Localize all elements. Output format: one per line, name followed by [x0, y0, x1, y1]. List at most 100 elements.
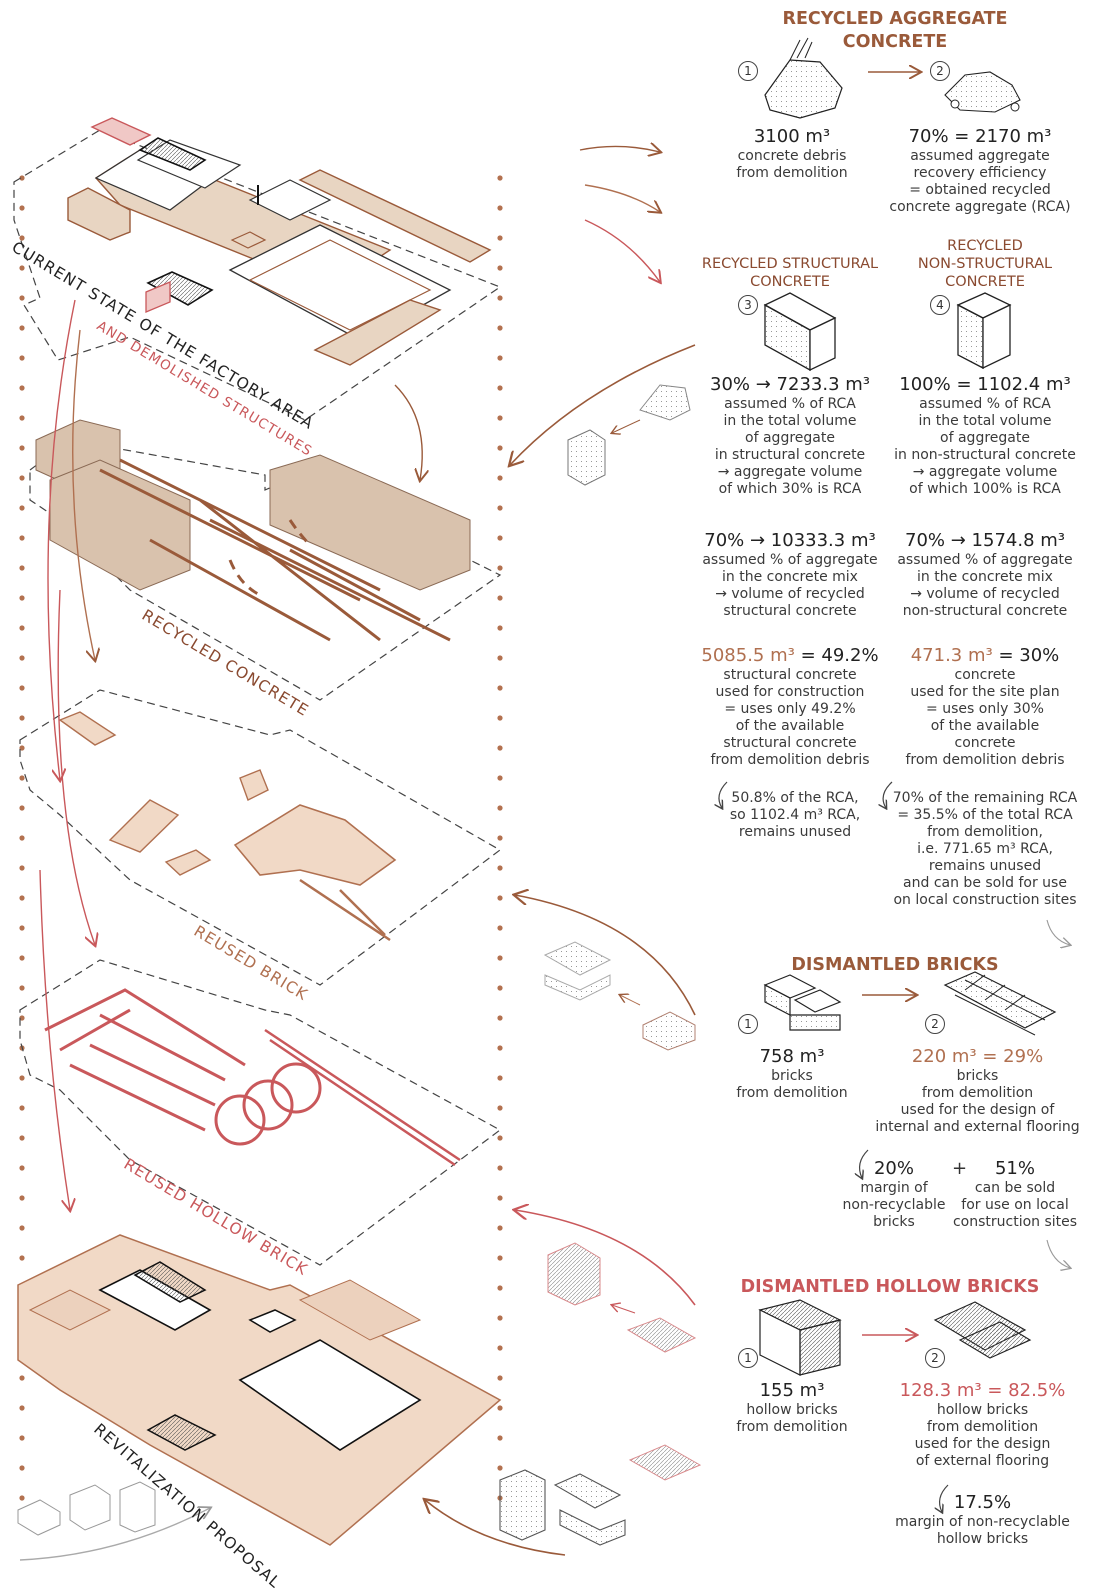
nonstructural-d3-l4: of the available — [930, 718, 1040, 734]
hollow-d2-l3: used for the design — [914, 1436, 1051, 1452]
nonstructural-d3-l1: concrete — [954, 667, 1016, 683]
hollow-d2-l1: hollow bricks — [936, 1402, 1029, 1418]
guide-dot — [19, 655, 25, 661]
nonstructural-d4-l4: i.e. 771.65 m³ RCA, — [917, 841, 1053, 857]
structural-v3a: 5085.5 m³ — [701, 645, 795, 666]
layer-current-state — [13, 117, 502, 421]
hollow-d2-l2: from demolition — [926, 1419, 1039, 1435]
structural-badge: 3 — [738, 295, 758, 315]
guide-dot — [497, 595, 503, 601]
guide-dot — [19, 895, 25, 901]
structural-d3-l4: of the available — [735, 718, 845, 734]
nonstructural-d3-l2: used for the site plan — [910, 684, 1060, 700]
small-hollow-bricks-icon — [547, 1242, 702, 1481]
structural-d1-l4: in structural concrete — [714, 447, 866, 463]
bricks-plus: + — [952, 1158, 968, 1179]
nonstructural-title: RECYCLED NON-STRUCTURAL CONCRETE — [900, 237, 1070, 291]
structural-v2: 70% → 10333.3 m³ — [704, 530, 876, 551]
guide-dot — [19, 535, 25, 541]
guide-dot — [19, 1495, 25, 1501]
nonstructural-d4-l7: on local construction sites — [893, 892, 1077, 908]
structural-d1-l1: assumed % of RCA — [724, 396, 856, 412]
hollow-step2-badge: 2 — [925, 1348, 945, 1368]
hollow-step1-badge: 1 — [738, 1348, 758, 1368]
layer-revitalization — [17, 1234, 502, 1546]
guide-dot — [497, 385, 503, 391]
guide-dot — [19, 865, 25, 871]
guide-dot — [497, 1135, 503, 1141]
guide-dot — [19, 1435, 25, 1441]
bricks-v1: 758 m³ — [759, 1046, 825, 1067]
bricks-m1-l3: bricks — [873, 1214, 915, 1230]
structural-d2-l4: structural concrete — [723, 603, 857, 619]
guide-dot — [497, 475, 503, 481]
structural-d3-l3: = uses only 49.2% — [724, 701, 856, 717]
guide-dot — [19, 235, 25, 241]
rac-eff-line4: concrete aggregate (RCA) — [889, 199, 1071, 215]
bricks-m1-l2: non-recyclable — [842, 1197, 946, 1213]
nonstructural-d2-l3: → volume of recycled — [910, 586, 1060, 602]
hollow-title: DISMANTLED HOLLOW BRICKS — [740, 1277, 1040, 1297]
guide-dot — [497, 1225, 503, 1231]
guide-dot — [19, 1465, 25, 1471]
hollow-step1: 155 m³ hollow bricks from demolition — [712, 1380, 872, 1436]
nonstructural-d2-l1: assumed % of aggregate — [897, 552, 1073, 568]
guide-dot — [497, 925, 503, 931]
nonstructural-d1-l6: of which 100% is RCA — [909, 481, 1061, 497]
guide-dot — [497, 205, 503, 211]
guide-dot — [19, 1105, 25, 1111]
rac-eff-value: 70% = 2170 m³ — [908, 126, 1052, 147]
guide-dot — [497, 235, 503, 241]
bricks-d2-l4: internal and external flooring — [875, 1119, 1080, 1135]
bricks-sold: 51% can be sold for use on local constru… — [950, 1158, 1080, 1231]
nonstructural-d3-l5: concrete — [954, 735, 1016, 751]
guide-dot — [19, 205, 25, 211]
guide-dot — [19, 295, 25, 301]
rac-debris-line1: concrete debris — [737, 148, 847, 164]
guide-dot — [19, 1015, 25, 1021]
structural-title-line1: RECYCLED STRUCTURAL — [701, 256, 879, 272]
guide-dot — [19, 475, 25, 481]
rac-debris: 3100 m³ concrete debris from demolition — [712, 126, 872, 182]
guide-dot — [19, 445, 25, 451]
guide-dot — [497, 535, 503, 541]
layer-reused-hollow-brick — [19, 959, 502, 1266]
small-blocks-icon — [17, 1481, 156, 1536]
bricks-stack-icon — [763, 974, 842, 1031]
hollow-d1-l1: hollow bricks — [746, 1402, 838, 1418]
guide-dot — [497, 1195, 503, 1201]
rac-title: RECYCLED AGGREGATE CONCRETE — [770, 8, 1020, 54]
structural-v3b: = 49.2% — [794, 645, 879, 666]
hollow-d1-l2: from demolition — [736, 1419, 848, 1435]
bricks-d1-l1: bricks — [771, 1068, 813, 1084]
guide-dot — [19, 1225, 25, 1231]
guide-dot — [19, 1165, 25, 1171]
guide-dot — [19, 355, 25, 361]
guide-dot — [19, 385, 25, 391]
guide-dot — [497, 1465, 503, 1471]
guide-dot — [497, 1255, 503, 1261]
hollow-bricks-stack-icon — [758, 1299, 842, 1376]
guide-dot — [19, 175, 25, 181]
guide-dot — [19, 775, 25, 781]
guide-dot — [497, 985, 503, 991]
rac-debris-line2: from demolition — [736, 165, 848, 181]
guide-dot — [497, 1375, 503, 1381]
guide-dot — [497, 355, 503, 361]
guide-dot — [19, 1195, 25, 1201]
hollow-v2a: 128.3 m³ — [899, 1380, 982, 1401]
nonstructural-d1-l5: → aggregate volume — [912, 464, 1058, 480]
bricks-v2a: 220 m³ — [911, 1046, 977, 1067]
rac-efficiency: 70% = 2170 m³ assumed aggregate recovery… — [880, 126, 1080, 216]
structural-d1-l6: of which 30% is RCA — [718, 481, 862, 497]
nonstructural-step3: 471.3 m³ = 30% concrete used for the sit… — [885, 645, 1085, 769]
rac-eff-line3: = obtained recycled — [909, 182, 1051, 198]
hollow-step2: 128.3 m³ = 82.5% hollow bricks from demo… — [885, 1380, 1080, 1470]
structural-d1-l2: in the total volume — [723, 413, 857, 429]
structural-v1: 30% → 7233.3 m³ — [710, 374, 870, 395]
bricks-m1: 20% — [873, 1158, 914, 1179]
nonstructural-badge: 4 — [930, 295, 950, 315]
rac-step1-badge: 1 — [738, 61, 758, 81]
nonstructural-v1: 100% = 1102.4 m³ — [899, 374, 1071, 395]
